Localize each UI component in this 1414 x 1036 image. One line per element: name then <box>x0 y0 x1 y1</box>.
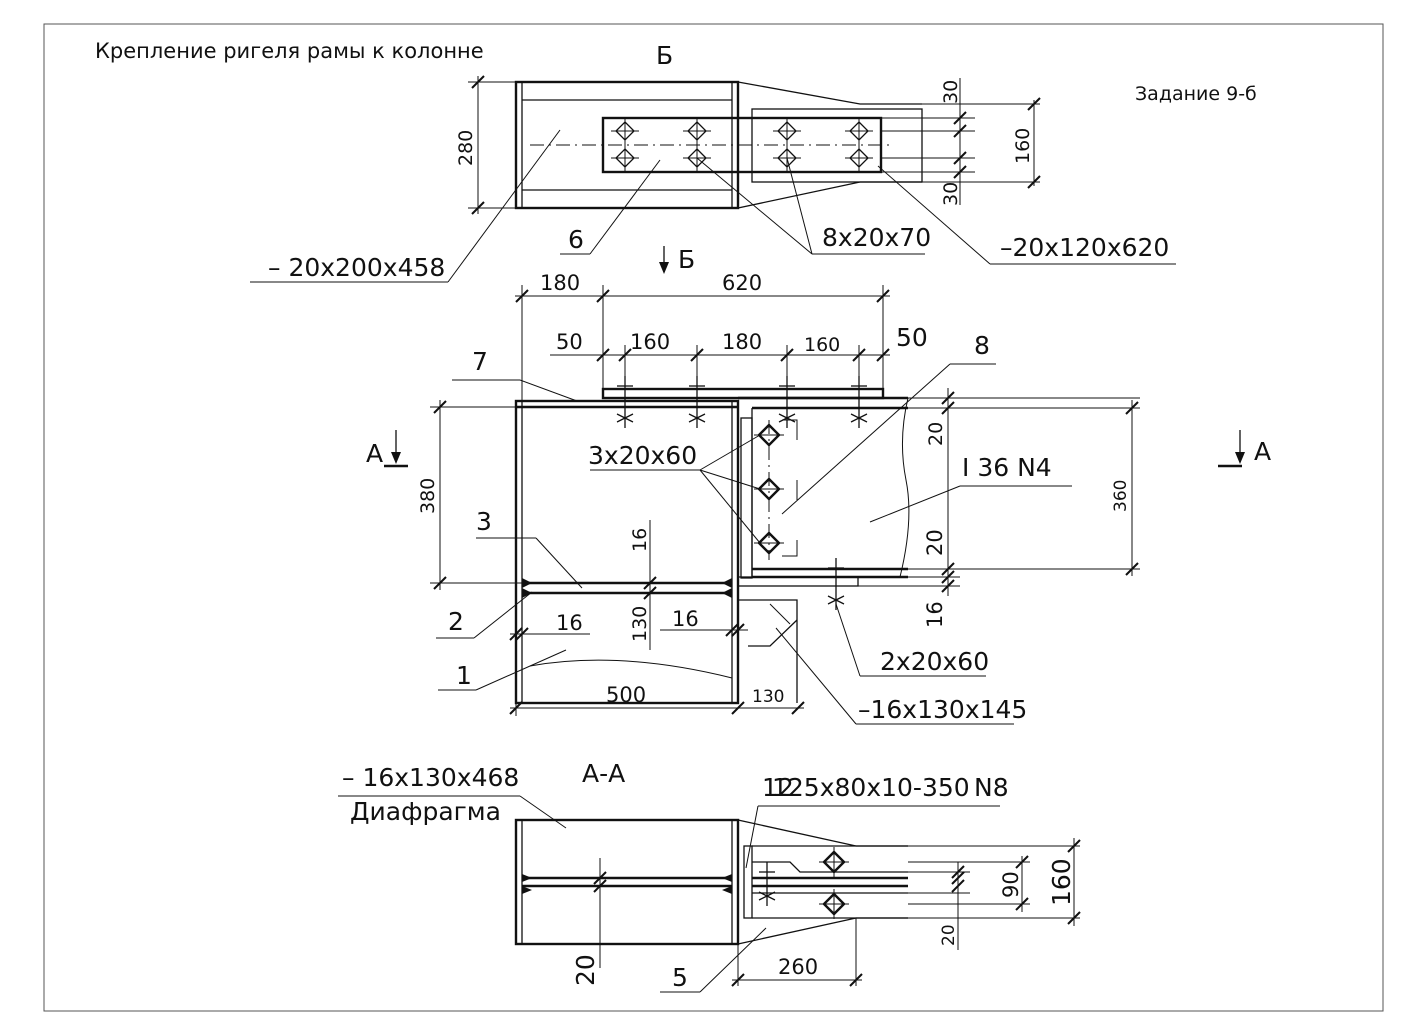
dim-16-left: 16 <box>556 611 583 635</box>
dim-180-top: 180 <box>540 271 580 295</box>
dim-130-bottom: 130 <box>752 687 784 707</box>
drawing-title: Крепление ригеля рамы к колонне <box>95 39 484 63</box>
dim-50-right: 50 <box>896 323 928 352</box>
beam-label: I 36 N4 <box>962 453 1052 482</box>
dim-160-top: 160 <box>1012 128 1034 164</box>
bolt-group-end-plate <box>754 423 784 555</box>
callout-3: 3 <box>476 507 492 536</box>
front-view: 180 620 50 160 180 160 50 7 <box>366 271 1271 725</box>
callout-6: 6 <box>568 225 584 254</box>
section-aa-title: А-А <box>582 759 625 788</box>
dim-30-top: 30 <box>940 80 962 104</box>
dim-620: 620 <box>722 271 762 295</box>
section-a-left-marker: А <box>366 430 408 468</box>
task-label: Задание 9-б <box>1135 83 1257 105</box>
section-aa: А-А – 16х130х468 Диафрагма 125х80х10-350… <box>338 759 1081 993</box>
svg-text:А: А <box>1254 437 1271 466</box>
section-b-cut: Б <box>659 245 695 274</box>
dim-20-aa-left: 20 <box>571 954 600 986</box>
dim-160-aa: 160 <box>1047 858 1076 906</box>
dim-160-a: 160 <box>630 330 670 354</box>
dim-500: 500 <box>606 683 646 707</box>
svg-text:Б: Б <box>678 245 695 274</box>
dim-160-b: 160 <box>804 334 840 356</box>
dim-380: 380 <box>417 478 439 514</box>
callout-7: 7 <box>472 347 488 376</box>
dim-130-vert: 130 <box>629 606 651 642</box>
dim-180-mid: 180 <box>722 330 762 354</box>
callout-plate-145: –16х130х145 <box>858 695 1027 724</box>
callout-1: 1 <box>456 661 472 690</box>
callout-8: 8 <box>974 331 990 360</box>
bolt-group-top <box>611 117 873 172</box>
callout-bolts-2: 2х20х60 <box>880 647 989 676</box>
svg-text:А: А <box>366 439 383 468</box>
callout-angle-no: N8 <box>974 773 1009 802</box>
dim-16-mid: 16 <box>672 607 699 631</box>
drawing-frame <box>43 23 1384 1012</box>
callout-diaphragm: Диафрагма <box>350 797 501 826</box>
section-b-label: Б <box>656 41 673 70</box>
section-a-right-marker: А <box>1218 430 1271 468</box>
callout-bolts-8: 8х20х70 <box>822 223 931 252</box>
dim-90: 90 <box>999 871 1023 898</box>
callout-bolts-3: 3х20х60 <box>588 441 697 470</box>
callout-12: 12 <box>762 773 794 802</box>
callout-diaphragm-plate: – 16х130х468 <box>342 763 519 792</box>
callout-5: 5 <box>672 963 688 992</box>
dim-16-vert: 16 <box>629 528 651 552</box>
dim-280: 280 <box>455 130 477 166</box>
callout-plate-620: –20х120х620 <box>1000 233 1169 262</box>
bolt-group-top-plate <box>616 376 868 428</box>
callout-angle: 125х80х10-350 <box>772 773 970 802</box>
dim-30-bottom: 30 <box>940 182 962 206</box>
top-view: 280 30 30 160 – 20х200х458 6 8х20х70 –20… <box>250 75 1176 283</box>
dim-360: 360 <box>1111 480 1131 512</box>
dim-20-aa-right: 20 <box>939 924 959 946</box>
dim-260: 260 <box>778 955 818 979</box>
dim-16-right: 16 <box>923 601 947 628</box>
callout-2: 2 <box>448 607 464 636</box>
dim-20-top: 20 <box>925 422 947 446</box>
callout-plate-458: – 20х200х458 <box>268 253 445 282</box>
dim-20-mid: 20 <box>923 529 947 556</box>
dim-50-left: 50 <box>556 330 583 354</box>
